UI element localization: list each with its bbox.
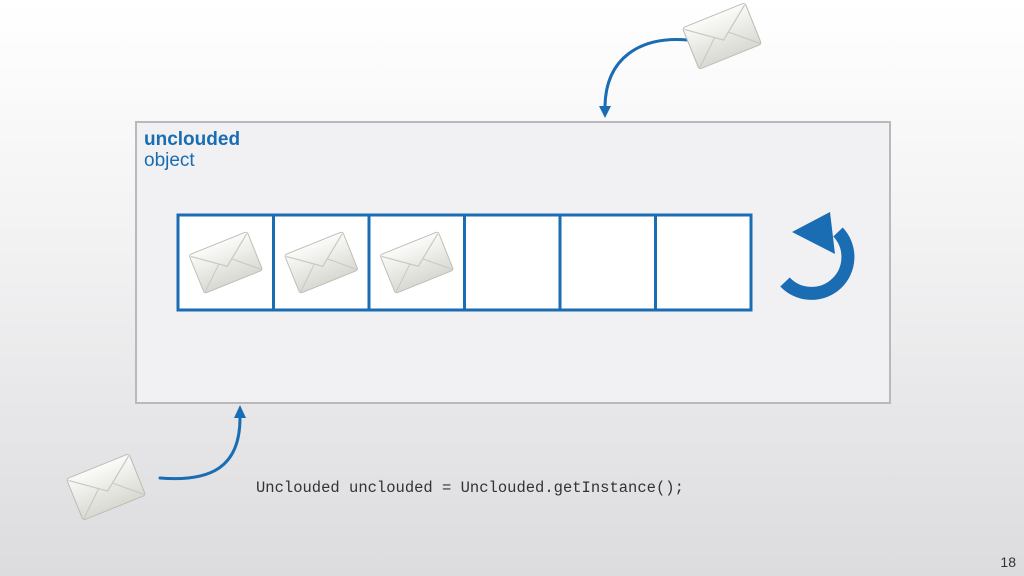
- object-subtitle: object: [144, 150, 195, 171]
- queue-slot: [654, 213, 753, 312]
- slide-number: 18: [1000, 554, 1016, 570]
- envelope-icon: [681, 2, 763, 70]
- object-title: unclouded: [144, 129, 241, 150]
- arrow-into-box-bottom: [158, 405, 246, 481]
- queue-slot: [176, 213, 275, 312]
- queue-slot: [558, 213, 657, 312]
- message-queue: [176, 213, 753, 312]
- code-snippet: Unclouded unclouded = Unclouded.getInsta…: [256, 479, 684, 497]
- queue-slot: [367, 213, 466, 312]
- envelope-icon: [65, 453, 147, 521]
- circular-arrow-icon: [780, 212, 855, 300]
- queue-slot: [463, 213, 562, 312]
- queue-slot: [272, 213, 371, 312]
- arrow-into-box-top: [599, 38, 690, 118]
